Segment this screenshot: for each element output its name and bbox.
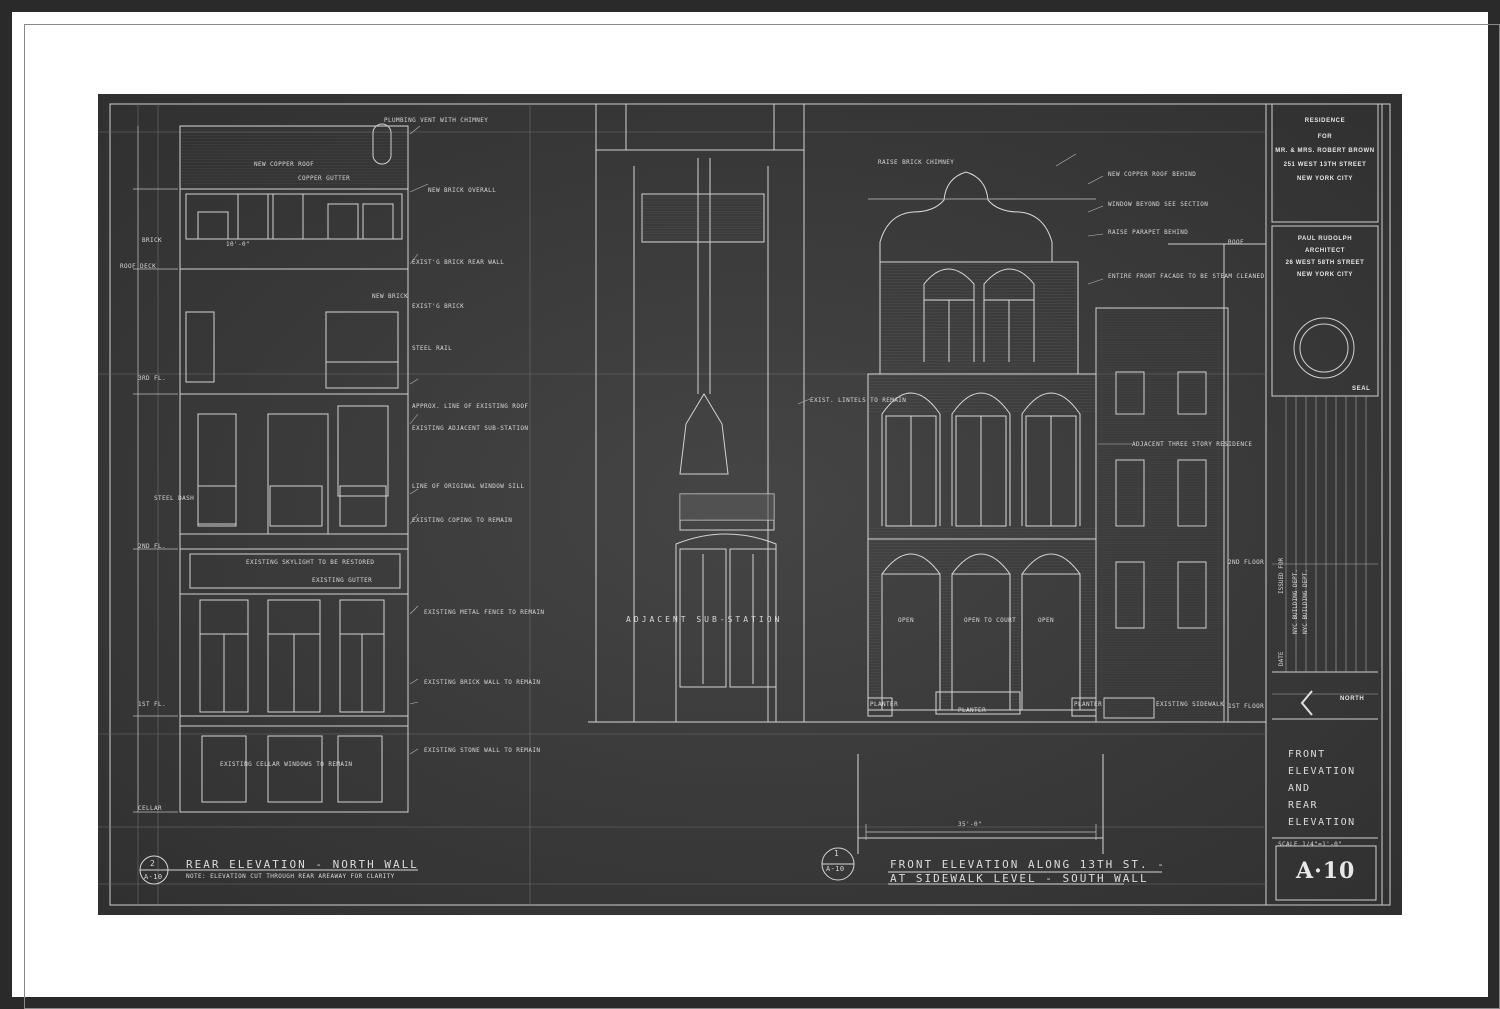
client-line-4: 251 WEST 13TH STREET — [1283, 162, 1367, 168]
architect-line-3: 26 WEST 58TH STREET — [1285, 260, 1365, 266]
rear-note-brick: BRICK — [142, 237, 163, 244]
front-note-open-court: OPEN TO COURT — [964, 617, 1017, 624]
front-note-planter-2: PLANTER — [958, 707, 987, 714]
client-line-2: FOR — [1317, 134, 1333, 140]
client-line-3: MR. & MRS. ROBERT BROWN — [1275, 148, 1375, 154]
issued-for-label: ISSUED FOR — [1278, 557, 1285, 594]
residence-label: ADJACENT THREE STORY RESIDENCE — [1132, 441, 1253, 448]
front-note-open-2: OPEN — [1038, 617, 1055, 624]
blueprint-sheet: PLUMBING VENT WITH CHIMNEY NEW COPPER RO… — [98, 94, 1402, 915]
drawing-title: FRONT ELEVATION AND REAR ELEVATION — [1288, 746, 1356, 831]
rear-note-new-brick-overall: NEW BRICK OVERALL — [428, 187, 497, 194]
rear-note-stone-wall: EXISTING STONE WALL TO REMAIN — [424, 747, 541, 754]
front-marker-sheet: A-10 — [826, 865, 845, 873]
front-level-2nd: 2ND FLOOR — [1228, 559, 1265, 566]
blueprint-drawing — [98, 94, 1402, 915]
front-note-window-beyond: WINDOW BEYOND SEE SECTION — [1108, 201, 1209, 208]
rear-note-steel-rail: STEEL RAIL — [412, 345, 453, 352]
front-note-parapet: RAISE PARAPET BEHIND — [1108, 229, 1189, 236]
rear-note-gutter: COPPER GUTTER — [298, 175, 351, 182]
rear-note-roof-deck: ROOF DECK — [120, 263, 157, 270]
front-note-sidewalk: EXISTING SIDEWALK — [1156, 701, 1225, 708]
front-note-planter-1: PLANTER — [870, 701, 899, 708]
architect-line-1: PAUL RUDOLPH — [1297, 236, 1353, 242]
front-note-planter-3: PLANTER — [1074, 701, 1103, 708]
rear-level-1st: 1ST FL. — [138, 701, 167, 708]
rear-note-coping: EXISTING COPING TO REMAIN — [412, 517, 513, 524]
rear-marker-number: 2 — [150, 859, 156, 868]
front-elevation-title-line-2: AT SIDEWALK LEVEL - SOUTH WALL — [890, 872, 1149, 885]
front-level-roof: ROOF — [1228, 239, 1245, 246]
scale-label: SCALE 1/4"=1'-0" — [1278, 841, 1343, 848]
rear-note-steel-dash: STEEL DASH — [154, 495, 195, 502]
rear-note-exist-brick: EXIST'G BRICK — [412, 303, 465, 310]
rear-note-adjacent-substation: EXISTING ADJACENT SUB-STATION — [412, 425, 529, 432]
north-label: NORTH — [1340, 696, 1365, 702]
rear-note-skylight: EXISTING SKYLIGHT TO BE RESTORED — [246, 559, 375, 566]
rear-note-brick-wall: EXISTING BRICK WALL TO REMAIN — [424, 679, 541, 686]
rear-note-vent: PLUMBING VENT WITH CHIMNEY — [384, 117, 489, 124]
rear-level-cellar: CELLAR — [138, 805, 163, 812]
rear-level-3rd: 3RD FL. — [138, 375, 167, 382]
front-note-open-1: OPEN — [898, 617, 915, 624]
front-note-chimney: RAISE BRICK CHIMNEY — [878, 159, 955, 166]
front-note-steam-clean: ENTIRE FRONT FACADE TO BE STEAM CLEANED — [1108, 273, 1265, 280]
rear-note-roof: NEW COPPER ROOF — [254, 161, 315, 168]
rear-note-metal-fence: EXISTING METAL FENCE TO REMAIN — [424, 609, 545, 616]
drawing-title-line-2: ELEVATION — [1288, 766, 1356, 777]
rear-note-cellar-windows: EXISTING CELLAR WINDOWS TO REMAIN — [220, 761, 353, 768]
rear-note-roof-line: APPROX. LINE OF EXISTING ROOF — [412, 403, 529, 410]
drawing-title-line-5: ELEVATION — [1288, 817, 1356, 828]
rear-note-gutter-existing: EXISTING GUTTER — [312, 577, 373, 584]
rear-note-new-brick: NEW BRICK — [372, 293, 409, 300]
issue-2: NYC BUILDING DEPT. — [1302, 568, 1309, 634]
client-line-1: RESIDENCE — [1304, 118, 1346, 124]
north-arrow-icon — [1300, 690, 1313, 716]
sheet-number: A·10 — [1296, 858, 1356, 884]
front-level-1st: 1ST FLOOR — [1228, 703, 1265, 710]
rear-level-2nd: 2ND FL. — [138, 543, 167, 550]
front-marker-number: 1 — [834, 849, 840, 858]
front-dim-width: 35'-0" — [958, 821, 983, 828]
architect-line-4: NEW YORK CITY — [1296, 272, 1354, 278]
rear-marker-sheet: A-10 — [144, 873, 163, 881]
front-note-lintels: EXIST. LINTELS TO REMAIN — [810, 397, 907, 404]
issue-1: NYC BUILDING DEPT. — [1292, 568, 1299, 634]
drawing-title-line-3: AND — [1288, 783, 1311, 794]
architect-line-2: ARCHITECT — [1304, 248, 1346, 254]
substation-label: ADJACENT SUB-STATION — [626, 615, 783, 624]
date-label: DATE — [1278, 651, 1285, 666]
drawing-title-line-4: REAR — [1288, 800, 1319, 811]
client-line-5: NEW YORK CITY — [1296, 176, 1354, 182]
rear-note-window-sill: LINE OF ORIGINAL WINDOW SILL — [412, 483, 525, 490]
rear-elevation-note: NOTE: ELEVATION CUT THROUGH REAR AREAWAY… — [186, 873, 395, 880]
seal-label: SEAL — [1352, 386, 1371, 392]
front-note-copper-roof: NEW COPPER ROOF BEHIND — [1108, 171, 1197, 178]
rear-elevation-title: REAR ELEVATION - NORTH WALL — [186, 858, 419, 871]
rear-dim-width: 10'-0" — [226, 241, 251, 248]
rear-note-exist-brick-wall: EXIST'G BRICK REAR WALL — [412, 259, 505, 266]
front-elevation-title-line-1: FRONT ELEVATION ALONG 13TH ST. - — [890, 858, 1166, 871]
drawing-title-line-1: FRONT — [1288, 749, 1326, 760]
